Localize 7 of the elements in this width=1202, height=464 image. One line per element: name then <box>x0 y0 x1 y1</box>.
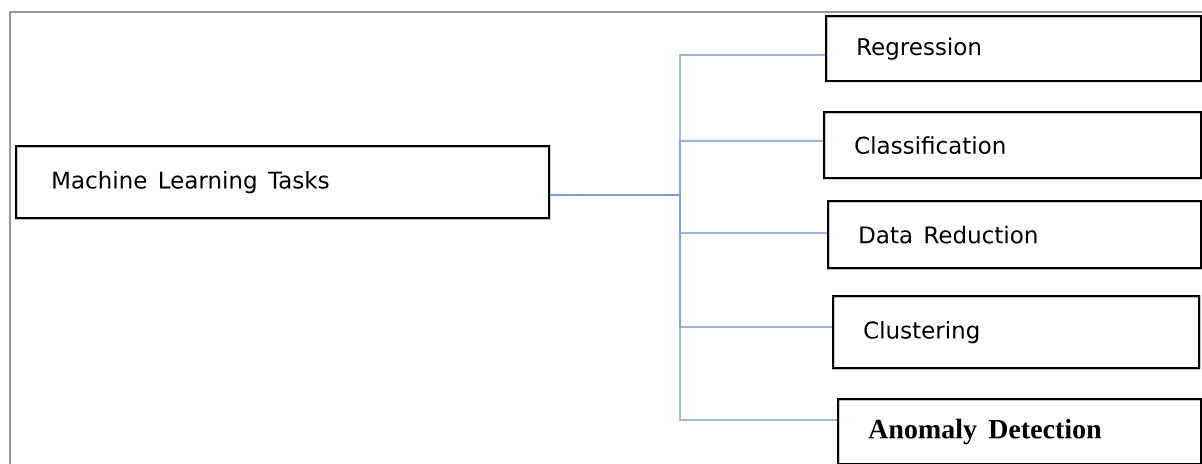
task-box: Classification <box>823 111 1202 180</box>
task-box: Machine Learning Tasks <box>15 145 551 220</box>
task-box: Clustering <box>832 295 1201 370</box>
task-box: Data Reduction <box>827 200 1202 270</box>
connector-line <box>549 194 838 421</box>
task-box: Anomaly Detection <box>837 398 1202 464</box>
task-box: Regression <box>825 15 1202 83</box>
